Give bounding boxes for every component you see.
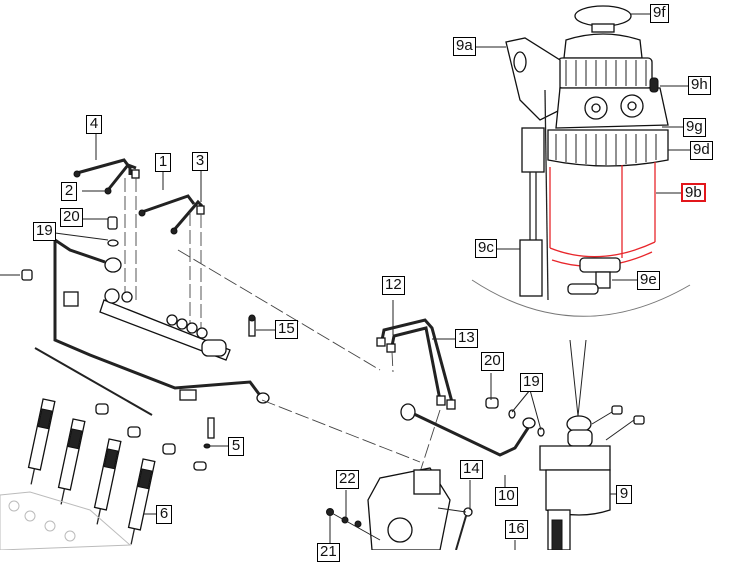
- leader-lines: [54, 13, 690, 550]
- callout-9[interactable]: 9: [616, 485, 632, 504]
- callout-9g[interactable]: 9g: [683, 118, 706, 137]
- callout-19-lower[interactable]: 19: [520, 373, 543, 392]
- callout-1[interactable]: 1: [155, 153, 171, 172]
- callout-20-upper[interactable]: 20: [60, 208, 83, 227]
- callout-16[interactable]: 16: [505, 520, 528, 539]
- pump-and-hp-lines: [261, 318, 545, 550]
- callout-20-lower[interactable]: 20: [481, 352, 504, 371]
- callout-10[interactable]: 10: [495, 487, 518, 506]
- callout-9c[interactable]: 9c: [475, 239, 497, 258]
- injectors: [0, 398, 215, 550]
- filter-element-highlight: [549, 162, 656, 267]
- callout-15[interactable]: 15: [275, 320, 298, 339]
- callout-9e[interactable]: 9e: [637, 271, 660, 290]
- injector-pipes-rail: [0, 158, 381, 416]
- fuel-filter-detail: [471, 5, 691, 317]
- callout-13[interactable]: 13: [455, 329, 478, 348]
- parts-diagram: [0, 5, 691, 550]
- callout-9d[interactable]: 9d: [690, 141, 713, 160]
- callout-9f[interactable]: 9f: [650, 4, 669, 23]
- callout-3[interactable]: 3: [192, 152, 208, 171]
- callout-14[interactable]: 14: [460, 460, 483, 479]
- callout-9h[interactable]: 9h: [688, 76, 711, 95]
- callout-2[interactable]: 2: [61, 182, 77, 201]
- callout-21[interactable]: 21: [317, 543, 340, 562]
- callout-9b-selected[interactable]: 9b: [681, 183, 706, 202]
- callout-6[interactable]: 6: [156, 505, 172, 524]
- callout-9a[interactable]: 9a: [453, 37, 476, 56]
- callout-22[interactable]: 22: [336, 470, 359, 489]
- callout-12[interactable]: 12: [382, 276, 405, 295]
- callout-19-upper[interactable]: 19: [33, 222, 56, 241]
- fuel-filter-assembly: [539, 339, 645, 550]
- callout-5[interactable]: 5: [228, 437, 244, 456]
- callout-4[interactable]: 4: [86, 115, 102, 134]
